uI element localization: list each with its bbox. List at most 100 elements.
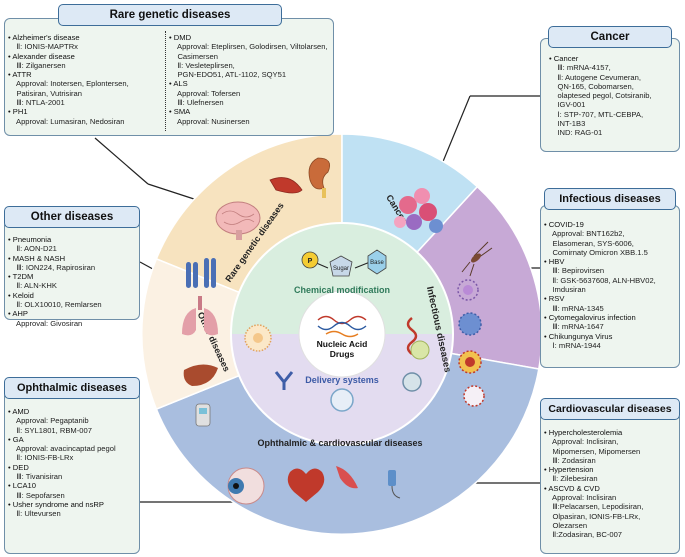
infectious-line-5: Ⅲ: Bepirovirsen bbox=[544, 266, 605, 276]
cardio-line-9: Olpasiran, IONIS-FB-LRx, bbox=[544, 511, 641, 521]
cardio-line-3: Ⅲ: Zodasiran bbox=[544, 455, 596, 465]
infectious-line-3: Comirnaty Omicron XBB.1.5 bbox=[544, 247, 648, 257]
cardio-title: Cardiovascular diseases bbox=[540, 398, 680, 420]
infectious-line-13: Ⅰ: mRNA-1944 bbox=[544, 340, 601, 350]
rare-col1-line-2: • Alexander disease bbox=[8, 51, 75, 61]
other-line-1: Ⅱ: AON-D21 bbox=[8, 244, 57, 254]
lungs-icon bbox=[182, 296, 218, 336]
rare-col1-line-9: Approval: Lumasiran, Nedosiran bbox=[8, 116, 125, 126]
lipid-nanoparticle-icon bbox=[244, 324, 272, 352]
rare-col1-line-6: Patisiran, Vutrisiran bbox=[8, 88, 82, 98]
other-line-6: • Keloid bbox=[8, 290, 34, 300]
ophthalmic-title: Ophthalmic diseases bbox=[4, 377, 140, 399]
other-line-7: Ⅱ: OLX10010, Remlarsen bbox=[8, 300, 102, 310]
cancer-title: Cancer bbox=[548, 26, 672, 48]
cardio-line-11: Ⅱ:Zodasiran, BC-007 bbox=[544, 530, 623, 540]
rare-col2-line-1: Approval: Eteplirsen, Golodirsen, Viltol… bbox=[169, 42, 328, 52]
rare-col1-line-7: Ⅲ: NTLA-2001 bbox=[8, 98, 65, 108]
virus-icon-1 bbox=[457, 279, 479, 301]
ophthalmic-line-0: • AMD bbox=[8, 407, 30, 416]
rare-col2-line-3: Ⅱ: Vesleteplirsen, bbox=[169, 60, 235, 70]
label-chemical-modification: Chemical modification bbox=[294, 285, 390, 295]
ophthalmic-line-3: • GA bbox=[8, 434, 24, 444]
rare-col1-line-8: • PH1 bbox=[8, 107, 28, 117]
cardio-line-4: • Hypertension bbox=[544, 465, 594, 475]
infectious-line-11: Ⅲ: mRNA-1647 bbox=[544, 322, 604, 332]
svg-text:Base: Base bbox=[370, 260, 384, 266]
other-line-5: Ⅱ: ALN-KHK bbox=[8, 281, 57, 291]
rare-col2-line-8: • SMA bbox=[169, 107, 191, 117]
infectious-line-0: • COVID-19 bbox=[544, 220, 584, 229]
ophthalmic-lines: • AMD Approval: Pegaptanib Ⅱ: SYL1801, R… bbox=[8, 407, 116, 519]
cancer-box: • Cancer Ⅲ: mRNA-4157, Ⅱ: Autogene Cevum… bbox=[540, 38, 680, 152]
nucleotide-icon: P Sugar Base bbox=[301, 249, 387, 277]
infectious-line-12: • Chikungunya Virus bbox=[544, 331, 613, 341]
rare-col1-line-0: • Alzheimer's disease bbox=[8, 33, 80, 42]
rare-col2-line-4: PGN-EDO51, ATL-1102, SQY51 bbox=[169, 70, 287, 80]
other-line-9: Approval: Givosiran bbox=[8, 318, 83, 328]
infectious-line-8: • RSV bbox=[544, 294, 565, 304]
cancer-line-5: IGV-001 bbox=[549, 100, 586, 110]
infectious-line-7: Imdusiran bbox=[544, 285, 586, 295]
blood-vessel-icon bbox=[336, 466, 358, 489]
rare-diseases-box: • Alzheimer's disease Ⅱ: IONIS-MAPTRx• A… bbox=[4, 18, 334, 136]
ophthalmic-line-6: • DED bbox=[8, 462, 29, 472]
ophthalmic-line-8: • LCA10 bbox=[8, 481, 36, 491]
infectious-line-6: Ⅱ: GSK-5637608, ALN-HBV02, bbox=[544, 275, 656, 285]
glucose-meter-icon bbox=[195, 403, 211, 427]
other-lines: • Pneumonia Ⅱ: AON-D21• MASH & NASH Ⅲ: I… bbox=[8, 235, 102, 328]
heart-icon bbox=[287, 468, 325, 502]
label-center-line2: Drugs bbox=[330, 349, 355, 359]
svg-text:P: P bbox=[308, 258, 313, 265]
rare-col2-line-5: • ALS bbox=[169, 79, 188, 89]
cancer-line-1: Ⅲ: mRNA-4157, bbox=[549, 63, 611, 73]
infectious-lines: • COVID-19 Approval: BNT162b2, Elasomera… bbox=[544, 220, 656, 350]
rare-col2: • DMD Approval: Eteplirsen, Golodirsen, … bbox=[169, 33, 328, 126]
other-line-8: • AHP bbox=[8, 309, 28, 319]
cancer-line-6: Ⅰ: STP-707, MTL-CEBPA, bbox=[549, 109, 644, 119]
rare-divider bbox=[165, 31, 166, 131]
cancer-line-3: QN-165, Cobomarsen, bbox=[549, 81, 634, 91]
virus-icon-4 bbox=[463, 385, 485, 407]
rare-col2-line-6: Approval: Tofersen bbox=[169, 88, 241, 98]
ophthalmic-line-5: Ⅱ: IONIS-FB-LRx bbox=[8, 453, 74, 463]
other-line-4: • T2DM bbox=[8, 272, 34, 282]
other-box: • Pneumonia Ⅱ: AON-D21• MASH & NASH Ⅲ: I… bbox=[4, 220, 140, 328]
other-line-2: • MASH & NASH bbox=[8, 253, 66, 263]
cardio-line-0: • Hypercholesterolemia bbox=[544, 428, 623, 437]
label-ophthalmic-cardiovascular: Ophthalmic & cardiovascular diseases bbox=[257, 438, 422, 448]
cardio-line-10: Olezarsen bbox=[544, 520, 588, 530]
virus-icon-3 bbox=[458, 350, 482, 374]
infectious-line-1: Approval: BNT162b2, bbox=[544, 229, 625, 239]
ophthalmic-box: • AMD Approval: Pegaptanib Ⅱ: SYL1801, R… bbox=[4, 391, 140, 554]
cardio-lines: • Hypercholesterolemia Approval: Inclisi… bbox=[544, 428, 643, 540]
infectious-line-4: • HBV bbox=[544, 257, 565, 267]
rare-col1-line-1: Ⅱ: IONIS-MAPTRx bbox=[8, 42, 78, 52]
other-line-3: Ⅲ: ION224, Rapirosiran bbox=[8, 262, 96, 272]
infectious-line-9: Ⅲ: mRNA-1345 bbox=[544, 303, 604, 313]
other-title: Other diseases bbox=[4, 206, 140, 228]
cancer-lines: • Cancer Ⅲ: mRNA-4157, Ⅱ: Autogene Cevum… bbox=[549, 54, 652, 138]
rare-diseases-title: Rare genetic diseases bbox=[58, 4, 282, 26]
other-line-0: • Pneumonia bbox=[8, 235, 52, 244]
rare-col1-line-3: Ⅲ: Zilganersen bbox=[8, 60, 66, 70]
eye-icon bbox=[227, 467, 265, 505]
ophthalmic-line-7: Ⅲ: Tivanisiran bbox=[8, 472, 63, 482]
mosquito-icon bbox=[461, 241, 493, 277]
infectious-box: • COVID-19 Approval: BNT162b2, Elasomera… bbox=[540, 205, 680, 368]
rare-col2-line-0: • DMD bbox=[169, 33, 192, 42]
cancer-line-8: IND: RAG-01 bbox=[549, 128, 603, 138]
dna-icon bbox=[317, 315, 367, 338]
label-center-line1: Nucleic Acid bbox=[317, 339, 368, 349]
svg-text:Sugar: Sugar bbox=[333, 266, 349, 272]
antibody-icon bbox=[274, 371, 294, 390]
muscle-icon bbox=[269, 177, 303, 194]
cancer-line-2: Ⅱ: Autogene Cevumeran, bbox=[549, 72, 641, 82]
ophthalmic-line-11: Ⅱ: Ultevursen bbox=[8, 509, 61, 519]
rna-strand-icon bbox=[406, 317, 418, 355]
ophthalmic-line-1: Approval: Pegaptanib bbox=[8, 416, 89, 426]
infectious-title: Infectious diseases bbox=[544, 188, 676, 210]
cancer-line-4: olaptesed pegol, Cotsiranib, bbox=[549, 91, 652, 101]
virus-icon-2 bbox=[458, 312, 482, 336]
